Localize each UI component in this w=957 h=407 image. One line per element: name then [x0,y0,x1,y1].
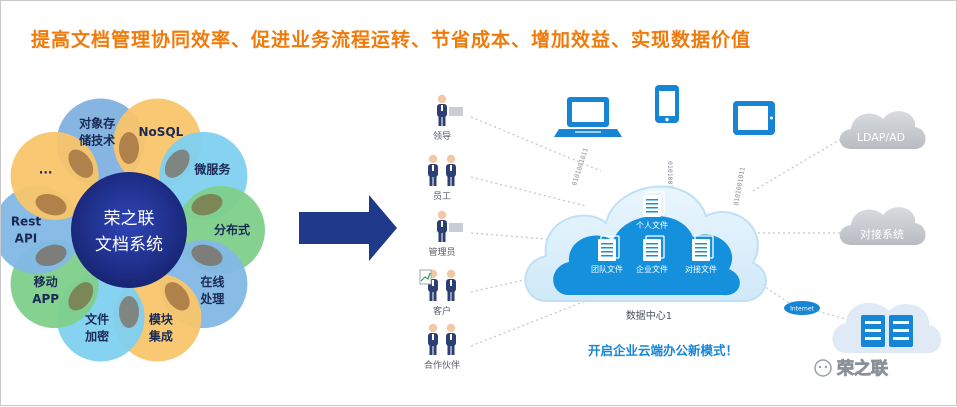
petal-label-module-integration: 集成 [148,328,173,343]
user-leader: 领导 [433,94,463,142]
user-partner: 合作伙伴 [424,323,460,371]
petal-label-rest-api: API [15,232,38,246]
folder-label: 企业文件 [636,264,668,274]
integration-label: 对接系统 [860,227,904,241]
globe-icon: Internet [784,301,820,315]
petal-overlap [68,149,94,178]
data-center-label: 数据中心1 [626,309,672,322]
petal-overlap [164,149,190,178]
folder-item: 对接文件 [685,235,717,274]
folder-item: 企业文件 [636,235,668,274]
binary-stream-tablet: 0101001011 [732,166,747,206]
petal-label-distributed: 分布式 [214,222,250,237]
petal-label-mobile-app: APP [32,292,59,306]
watermark-text: 荣之联 [836,358,888,379]
folder-label: 对接文件 [685,264,717,274]
ldap-cloud: LDAP/AD [839,111,926,149]
petal-label-rest-api: Rest [11,215,42,229]
folder-label: 个人文件 [636,220,668,230]
petal-label-file-encryption: 文件 [85,311,109,326]
petal-label-module-integration: 模块 [149,311,174,326]
user-staff: 员工 [428,154,456,202]
petal-overlap [119,132,139,164]
user-label-leader: 领导 [433,130,451,142]
hub-title-line2: 文档系统 [95,235,163,255]
slogan-text: 开启企业云端办公新模式！ [588,343,738,358]
server-cloud [832,302,942,353]
user-label-partner: 合作伙伴 [424,359,460,371]
user-label-staff: 员工 [433,191,451,202]
petal-label-object-storage: 储技术 [79,133,115,148]
folder-item: 团队文件 [591,235,623,274]
hub-core [71,172,187,288]
petal-label-object-storage: 对象存 [79,116,115,131]
user-admin: 管理员 [428,210,463,258]
petal-overlap [191,193,223,216]
integration-cloud: 对接系统 [839,207,926,245]
user-label-admin: 管理员 [428,246,455,258]
petal-overlap [35,244,67,267]
petal-overlap [191,244,223,267]
phone-icon [655,85,679,123]
petal-label-nosql: NoSQL [138,125,183,139]
tablet-icon [733,101,775,135]
petal-label-online-processing: 在线 [200,274,224,289]
ldap-label: LDAP/AD [857,131,905,144]
petal-overlap [164,282,190,311]
arrow-right-icon [299,195,397,261]
petal-overlap [119,296,139,328]
folder-item: 个人文件 [636,191,668,230]
petal-label-microservices: 微服务 [193,161,231,176]
user-label-customer: 客户 [433,305,451,317]
petal-overlap [35,193,67,216]
binary-stream-phone: 0101001011 [666,161,674,200]
binary-stream-laptop: 0101001011 [570,147,590,187]
petal-label-mobile-app: 移动 [34,274,58,289]
internet-label: Internet [790,306,814,313]
petal-label-more: ... [39,162,53,176]
laptop-icon [554,97,622,137]
hub-title-line1: 荣之联 [104,209,155,229]
folder-label: 团队文件 [591,264,623,274]
petal-label-file-encryption: 加密 [84,328,109,343]
petal-overlap [68,282,94,311]
petal-label-online-processing: 处理 [199,291,224,306]
watermark: 荣之联 [814,358,888,379]
user-customer: 客户 [419,269,456,317]
headline: 提高文档管理协同效率、促进业务流程运转、节省成本、增加效益、实现数据价值 [31,29,752,51]
